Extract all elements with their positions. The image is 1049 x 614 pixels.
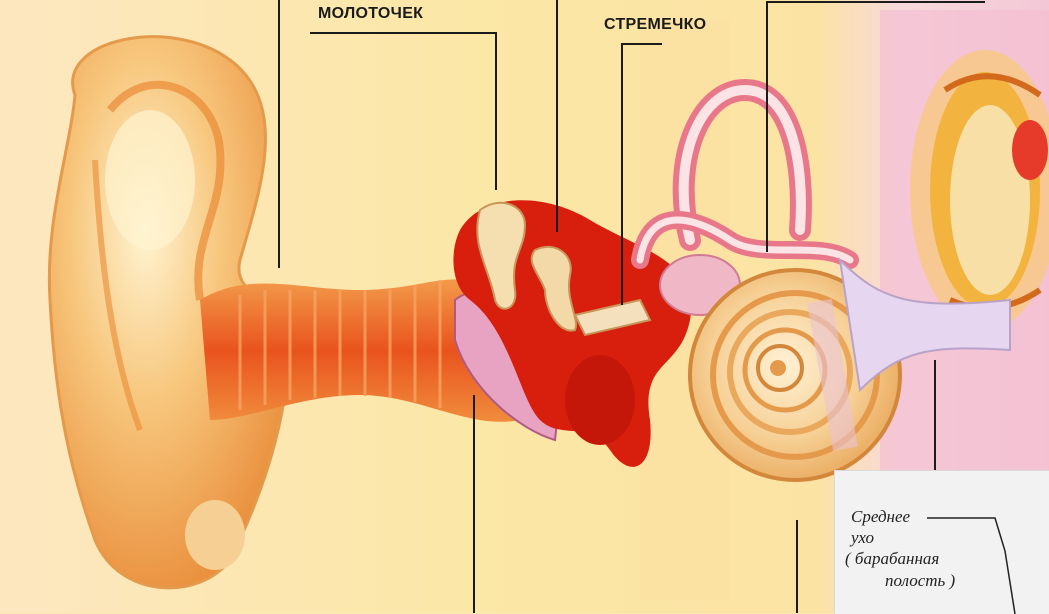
malleus-label: МОЛОТОЧЕК xyxy=(318,5,423,23)
inset-line-2: ухо xyxy=(851,528,874,548)
middle-ear-inset: Среднее ухо ( барабанная полость ) xyxy=(834,470,1049,614)
inset-line-3: ( барабанная xyxy=(845,549,939,569)
inset-line-1: Среднее xyxy=(851,507,910,527)
inset-line-4: полость ) xyxy=(885,571,955,591)
stapes-label: СТРЕМЕЧКО xyxy=(604,16,706,34)
